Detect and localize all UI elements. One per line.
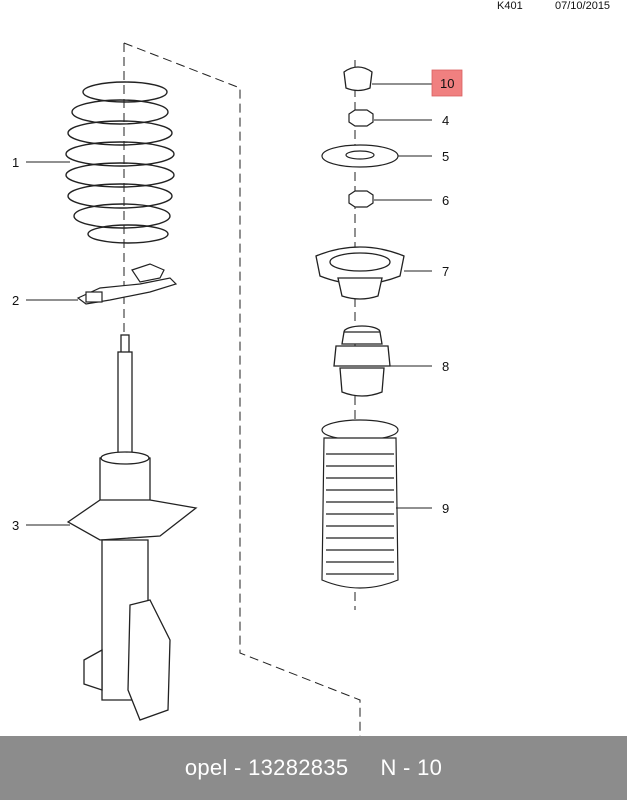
dust-boot <box>321 419 399 589</box>
callout-10-highlight <box>431 69 463 97</box>
dust-cap <box>343 66 373 92</box>
sensor-bracket <box>76 263 178 305</box>
nut-upper <box>348 109 374 127</box>
callout-3: 3 <box>12 518 19 533</box>
coil-spring <box>65 81 175 244</box>
nut-lower <box>348 190 374 208</box>
footer-brand: opel <box>184 755 228 780</box>
callout-8: 8 <box>442 359 449 374</box>
exploded-strut-diagram: 1 2 3 4 5 6 7 8 9 10 <box>12 42 463 736</box>
callout-6: 6 <box>442 193 449 208</box>
washer <box>321 144 399 168</box>
footer-gap <box>348 755 380 781</box>
callout-9: 9 <box>442 501 449 516</box>
strut-top-mount <box>315 246 405 300</box>
footer-ref: N - 10 <box>380 755 443 780</box>
footer-part-number: 13282835 <box>248 755 349 780</box>
footer-dash: - <box>234 755 242 780</box>
callout-1: 1 <box>12 155 19 170</box>
callout-2: 2 <box>12 293 19 308</box>
callout-10: 10 <box>440 76 454 91</box>
shock-absorber-strut <box>66 334 198 721</box>
callout-5: 5 <box>442 149 449 164</box>
callout-leaders <box>26 83 432 526</box>
part-info-footer: opel - 13282835 N - 10 <box>0 736 627 800</box>
diagram-code: K401 <box>497 0 523 12</box>
bump-stop <box>333 325 391 397</box>
diagram-date: 07/10/2015 <box>555 0 611 12</box>
callout-7: 7 <box>442 264 449 279</box>
callout-4: 4 <box>442 113 449 128</box>
